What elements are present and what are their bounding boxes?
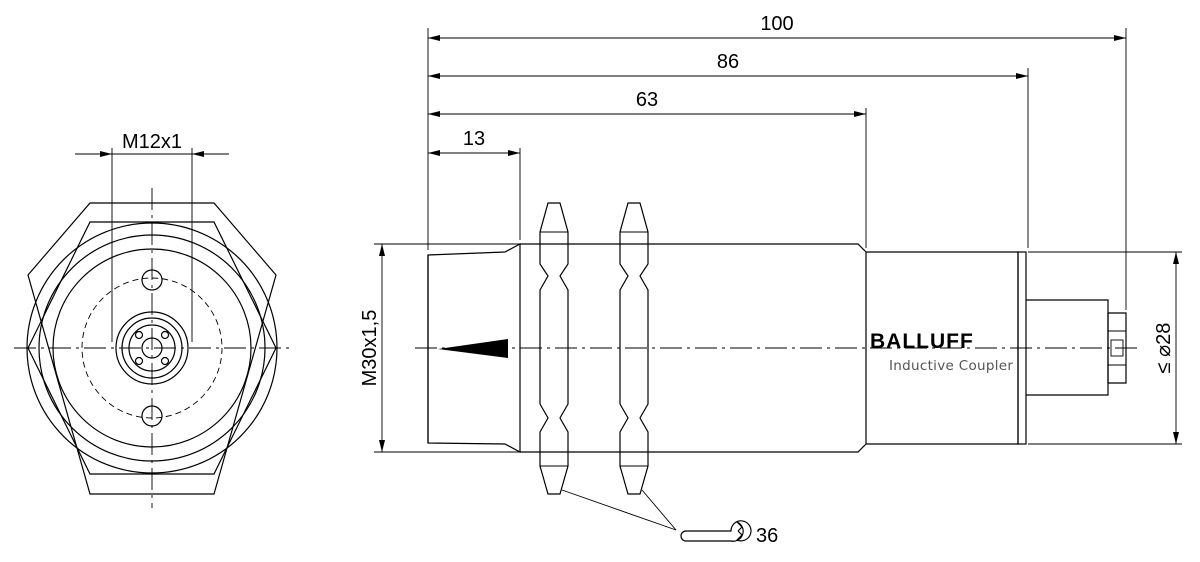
diameter-label: ≤ ⌀28: [1153, 323, 1175, 374]
connector-nut: [1107, 312, 1127, 384]
dim-13-label: 13: [463, 128, 485, 150]
nut-right: [619, 202, 649, 495]
housing-tube: [520, 243, 867, 453]
wrench-leader-1: [561, 489, 677, 531]
hex-nut-outline: [27, 202, 277, 495]
wrench-leader-2: [641, 489, 677, 531]
dim-86-label: 86: [717, 51, 739, 73]
product-label: Inductive Coupler: [889, 358, 1013, 374]
connector-body: [1026, 299, 1109, 396]
wrench-size-label: 36: [756, 525, 778, 547]
m12-thread-label: M12x1: [122, 131, 182, 153]
dim-100-label: 100: [760, 13, 793, 35]
dim-63-label: 63: [636, 89, 658, 111]
pin-3: [134, 356, 144, 366]
pin-1: [134, 330, 144, 340]
side-view: BALLUFF Inductive Coupler 100 86 63 13 M…: [359, 13, 1182, 547]
sensing-direction-mark: [438, 339, 508, 358]
m30-thread-label: M30x1,5: [359, 310, 381, 387]
bolt-circle: [81, 277, 223, 419]
front-view: M12x1: [14, 131, 290, 508]
pin-2: [160, 330, 170, 340]
pin-4: [160, 356, 170, 366]
wrench-icon: [680, 520, 752, 542]
brand-label: BALLUFF: [870, 330, 974, 353]
nut-left: [539, 202, 569, 495]
